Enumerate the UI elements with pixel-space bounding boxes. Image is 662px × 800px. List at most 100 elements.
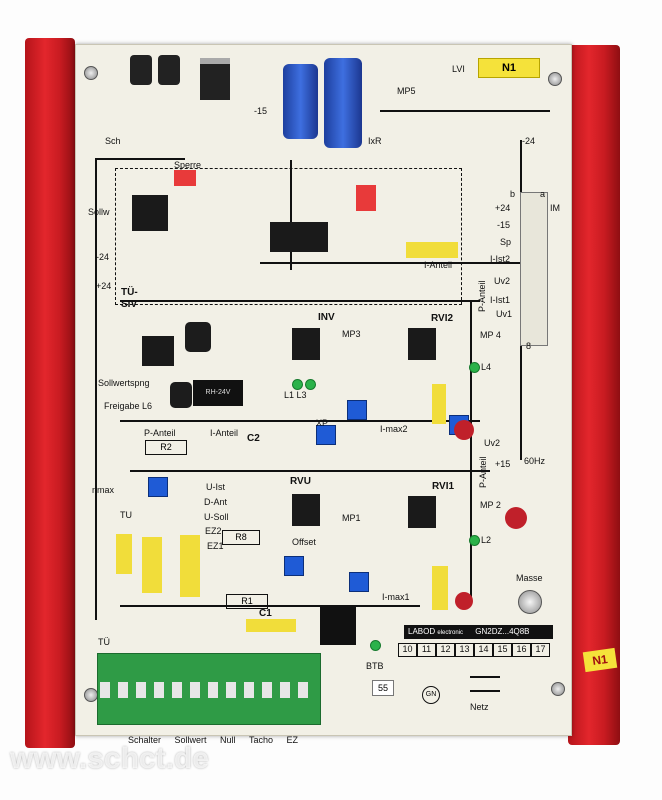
label-rvu: RVU: [290, 476, 311, 487]
terminal-label: Sollwert: [174, 735, 207, 745]
manufacturer-plate: LABOD electronic GN2DZ...4Q8B: [404, 625, 553, 639]
left-red-rail: [25, 38, 75, 748]
label-i-ist2: I-Ist2: [490, 254, 511, 264]
watermark-text: www.schct.de: [10, 742, 209, 775]
opamp-rvu: [292, 494, 320, 526]
electrolytic-capacitor-2: [324, 58, 362, 148]
r2-box: R2: [145, 440, 187, 455]
relay-bottom: [320, 605, 356, 645]
terminal-label: EZ: [286, 735, 298, 745]
label-ez1: EZ1: [207, 541, 224, 551]
label-freigabe: Freigabe L6: [104, 401, 153, 411]
label-p-anteil-right: P-Anteil: [477, 280, 487, 312]
label-mp2: MP 2: [480, 500, 501, 510]
label-mp3: MP3: [342, 329, 361, 339]
label-neg15-b: -15: [497, 220, 511, 230]
watermark: www.schct.de: [10, 742, 310, 782]
opamp-inv: [292, 328, 320, 360]
red-component: [356, 185, 376, 211]
terminal-screws: [100, 682, 316, 698]
connector-pin: 10: [398, 643, 417, 657]
label-i-max2: I-max2: [380, 424, 408, 434]
transformer-symbol: [470, 676, 500, 692]
sticker-number: 55: [377, 683, 388, 693]
yellow-capacitor: [142, 537, 162, 593]
yellow-capacitor: [432, 566, 448, 610]
trace: [120, 300, 480, 302]
potentiometer-red-2[interactable]: [505, 507, 527, 529]
label-tu-siv-1: TÜ-: [121, 287, 138, 298]
r8-box: R8: [222, 530, 260, 545]
screw-icon: [548, 72, 562, 86]
electrolytic-capacitor-1: [283, 64, 318, 139]
label-rvi1: RVI1: [432, 481, 455, 492]
label-tu-siv-2: SIV: [121, 299, 138, 310]
potentiometer-imax2[interactable]: [347, 400, 367, 420]
label-r2: R2: [160, 442, 172, 452]
label-c1: C1: [259, 608, 272, 619]
potentiometer-xp[interactable]: [316, 425, 336, 445]
label-uv2-b: Uv2: [484, 438, 501, 448]
trace: [95, 158, 185, 160]
ic-chip: [270, 222, 328, 252]
pin-header-row: 10 11 12 13 14 15 16 17: [398, 643, 550, 657]
screw-icon: [84, 688, 98, 702]
label-neg15: -15: [254, 106, 268, 116]
label-btb: BTB: [366, 661, 384, 671]
connector-pin: 14: [474, 643, 493, 657]
model-name: GN2DZ...4Q8B: [475, 627, 530, 636]
r1-box: R1: [226, 594, 268, 609]
potentiometer-nmax[interactable]: [148, 477, 168, 497]
label-uv1: Uv1: [496, 309, 513, 319]
connector-pin: 12: [436, 643, 455, 657]
label-tu: TU: [120, 510, 132, 520]
label-u-soll: U-Soll: [204, 512, 229, 522]
terminal-label: Schalter: [128, 735, 162, 745]
relay: RH-24V: [193, 380, 243, 406]
label-u-ist: U-Ist: [206, 482, 225, 492]
ground-stud[interactable]: [518, 590, 542, 614]
label-sollw: Sollw: [88, 207, 110, 217]
potentiometer-offset[interactable]: [284, 556, 304, 576]
screw-icon: [551, 682, 565, 696]
regulator-ic: [200, 58, 230, 100]
led-l1: [292, 379, 303, 390]
label-neg24-a: -24: [96, 252, 110, 262]
label-i-anteil-left: I-Anteil: [210, 428, 239, 438]
trace: [95, 160, 97, 620]
yellow-capacitor: [432, 384, 446, 424]
corner-tag-label: N1: [591, 652, 609, 668]
label-sollwertspng: Sollwertspng: [98, 378, 150, 388]
terminal-label: Null: [219, 735, 236, 745]
yellow-capacitor: [180, 535, 200, 597]
led-l2: [469, 535, 480, 546]
label-inv: INV: [318, 312, 335, 323]
yellow-capacitor: [406, 242, 458, 258]
led-l3: [305, 379, 316, 390]
label-l1-l3: L1 L3: [284, 390, 307, 400]
terminal-label: Tacho: [248, 735, 273, 745]
label-sch: Sch: [105, 136, 121, 146]
capacitor-small-1: [130, 55, 152, 85]
label-l4: L4: [481, 362, 492, 372]
label-ez2: EZ2: [205, 526, 222, 536]
label-sp: Sp: [500, 237, 512, 247]
label-ixr: IxR: [368, 136, 382, 146]
label-netz: Netz: [470, 702, 489, 712]
label-offset: Offset: [292, 537, 316, 547]
module-id: N1: [501, 62, 517, 74]
potentiometer-imax1[interactable]: [349, 572, 369, 592]
label-d-ant: D-Ant: [204, 497, 228, 507]
label-c2: C2: [247, 433, 260, 444]
potentiometer-red-1[interactable]: [454, 420, 474, 440]
ic-chip: [142, 336, 174, 366]
edge-connector: [520, 192, 548, 346]
label-p-anteil-mid: P-Anteil: [478, 456, 488, 488]
relay-label: RH-24V: [205, 389, 231, 396]
sperre-jumper: [174, 170, 196, 186]
label-rvi2: RVI2: [431, 313, 454, 324]
label-mp4: MP 4: [480, 330, 501, 340]
potentiometer-red-3[interactable]: [455, 592, 473, 610]
trace: [130, 470, 490, 472]
label-neg24-b: -24: [522, 136, 536, 146]
